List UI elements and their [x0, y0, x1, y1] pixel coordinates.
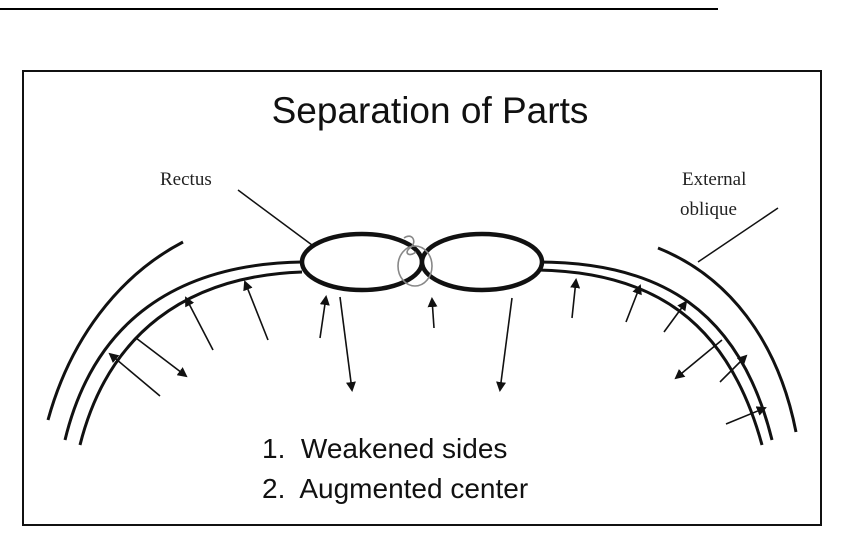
- force-arrow: [135, 337, 188, 378]
- left-inner-wall: [78, 270, 303, 446]
- center-force-arrow: [427, 297, 438, 329]
- force-arrow: [625, 284, 642, 323]
- rectus-label: Rectus: [160, 169, 212, 190]
- force-arrow: [243, 280, 269, 341]
- midline-circle-mark: [397, 245, 433, 287]
- left-outer-wall: [46, 240, 184, 421]
- midline-scribble-mark: [403, 235, 417, 256]
- left-middle-wall: [63, 260, 303, 441]
- force-arrow: [719, 354, 748, 383]
- force-arrow: [725, 406, 767, 425]
- force-arrow: [319, 295, 330, 339]
- right-rectus-muscle: [419, 231, 545, 293]
- center-force-arrow: [339, 296, 356, 392]
- list-item-weakened-sides: 1. Weakened sides: [262, 433, 507, 464]
- diagram-frame: [22, 70, 822, 526]
- right-outer-wall: [657, 246, 798, 433]
- force-arrow: [570, 278, 581, 319]
- force-arrow: [108, 352, 161, 397]
- external-oblique-label-line2: oblique: [680, 199, 737, 220]
- diagram-title: Separation of Parts: [272, 90, 589, 131]
- center-force-arrow: [496, 297, 513, 392]
- force-arrow: [185, 296, 214, 351]
- right-middle-wall: [537, 260, 774, 441]
- list-item-augmented-center: 2. Augmented center: [262, 473, 528, 504]
- force-arrow: [663, 300, 688, 333]
- rectus-leader-line: [237, 189, 313, 246]
- force-arrow: [674, 339, 723, 380]
- external-oblique-label-line1: External: [682, 169, 746, 190]
- external-oblique-leader-line: [697, 207, 779, 263]
- top-rule: [0, 8, 718, 10]
